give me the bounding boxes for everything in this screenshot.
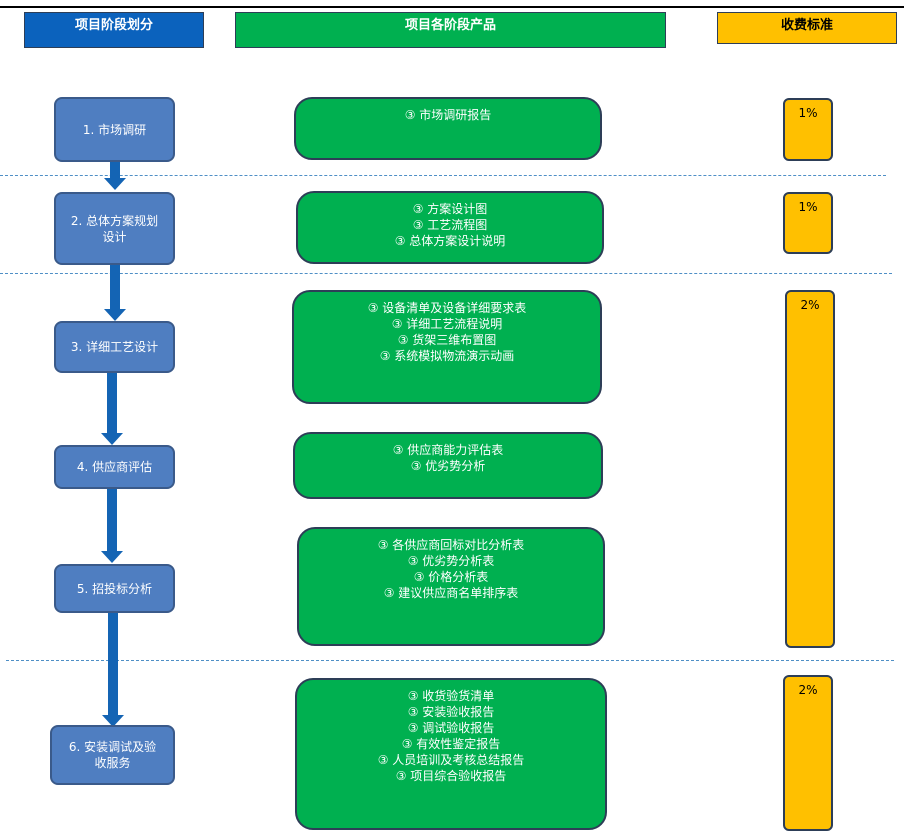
product-box-4: ③ 供应商能力评估表 ③ 优劣势分析 <box>293 432 603 499</box>
product-item: ③ 各供应商回标对比分析表 <box>377 538 525 552</box>
bullet-icon: ③ <box>394 234 406 248</box>
arrow-3-head <box>101 433 123 445</box>
arrow-5-shaft <box>108 613 118 715</box>
product-item: ③ 人员培训及考核总结报告 <box>377 753 525 767</box>
header-product: 项目各阶段产品 <box>235 12 666 48</box>
bullet-icon: ③ <box>383 586 395 600</box>
product-box-3: ③ 设备清单及设备详细要求表 ③ 详细工艺流程说明 ③ 货架三维布置图 ③ 系统… <box>292 290 602 404</box>
stage-label: 1. 市场调研 <box>82 122 147 137</box>
fee-box-4: 2% <box>783 675 833 831</box>
product-item: ③ 调试验收报告 <box>407 721 495 735</box>
stage-overall-planning: 2. 总体方案规划 设计 <box>54 192 175 265</box>
stage-detailed-process-design: 3. 详细工艺设计 <box>54 321 175 373</box>
bullet-icon: ③ <box>395 769 407 783</box>
product-item: ③ 价格分析表 <box>413 570 489 584</box>
bullet-icon: ③ <box>404 108 416 122</box>
bullet-icon: ③ <box>412 202 424 216</box>
arrow-4-shaft <box>107 489 117 551</box>
divider-1 <box>0 175 886 176</box>
product-item: ③ 货架三维布置图 <box>397 333 497 347</box>
top-rule <box>0 6 904 8</box>
arrow-1-head <box>104 178 126 190</box>
stage-supplier-evaluation: 4. 供应商评估 <box>54 445 175 489</box>
arrow-5-head <box>102 715 124 727</box>
stage-label-line2: 设计 <box>102 229 127 244</box>
fee-box-1: 1% <box>783 98 833 161</box>
product-item: ③ 市场调研报告 <box>404 108 492 122</box>
arrow-3-shaft <box>107 373 117 433</box>
product-item: ③ 供应商能力评估表 <box>392 443 504 457</box>
divider-2 <box>0 273 892 274</box>
product-item: ③ 方案设计图 <box>412 202 488 216</box>
product-box-2: ③ 方案设计图 ③ 工艺流程图 ③ 总体方案设计说明 <box>296 191 604 264</box>
bullet-icon: ③ <box>410 459 422 473</box>
bullet-icon: ③ <box>407 721 419 735</box>
bullet-icon: ③ <box>392 443 404 457</box>
stage-label-line1: 2. 总体方案规划 <box>70 213 159 228</box>
bullet-icon: ③ <box>377 538 389 552</box>
bullet-icon: ③ <box>367 301 379 315</box>
arrow-2-head <box>104 309 126 321</box>
stage-label-line1: 6. 安装调试及验 <box>68 740 157 754</box>
stage-label: 5. 招投标分析 <box>76 581 153 596</box>
product-item: ③ 收货验货清单 <box>407 689 495 703</box>
stage-market-research: 1. 市场调研 <box>54 97 175 162</box>
product-item: ③ 总体方案设计说明 <box>394 234 506 248</box>
fee-box-3: 2% <box>785 290 835 648</box>
product-item: ③ 优劣势分析 <box>410 459 486 473</box>
arrow-4-head <box>101 551 123 563</box>
header-stage: 项目阶段划分 <box>24 12 204 48</box>
bullet-icon: ③ <box>377 753 389 767</box>
header-fee: 收费标准 <box>717 12 897 44</box>
stage-label: 3. 详细工艺设计 <box>70 340 159 354</box>
stage-label: 4. 供应商评估 <box>76 460 153 474</box>
stage-installation-acceptance: 6. 安装调试及验 收服务 <box>50 725 175 785</box>
product-box-1: ③ 市场调研报告 <box>294 97 602 160</box>
bullet-icon: ③ <box>412 218 424 232</box>
arrow-1-shaft <box>110 162 120 178</box>
product-item: ③ 系统模拟物流演示动画 <box>379 349 515 363</box>
product-item: ③ 有效性鉴定报告 <box>401 737 501 751</box>
bullet-icon: ③ <box>397 333 409 347</box>
bullet-icon: ③ <box>379 349 391 363</box>
product-item: ③ 优劣势分析表 <box>407 554 495 568</box>
product-item: ③ 工艺流程图 <box>412 218 488 232</box>
divider-3 <box>6 660 894 661</box>
bullet-icon: ③ <box>407 689 419 703</box>
bullet-icon: ③ <box>407 705 419 719</box>
product-item: ③ 设备清单及设备详细要求表 <box>367 301 527 315</box>
stage-label-line2: 收服务 <box>94 756 131 770</box>
stage-tender-analysis: 5. 招投标分析 <box>54 564 175 613</box>
product-item: ③ 建议供应商名单排序表 <box>383 586 519 600</box>
bullet-icon: ③ <box>401 737 413 751</box>
product-item: ③ 详细工艺流程说明 <box>391 317 503 331</box>
bullet-icon: ③ <box>407 554 419 568</box>
product-item: ③ 项目综合验收报告 <box>395 769 507 783</box>
bullet-icon: ③ <box>413 570 425 584</box>
product-box-5: ③ 各供应商回标对比分析表 ③ 优劣势分析表 ③ 价格分析表 ③ 建议供应商名单… <box>297 527 605 646</box>
fee-box-2: 1% <box>783 192 833 254</box>
product-box-6: ③ 收货验货清单 ③ 安装验收报告 ③ 调试验收报告 ③ 有效性鉴定报告 ③ 人… <box>295 678 607 830</box>
arrow-2-shaft <box>110 265 120 309</box>
bullet-icon: ③ <box>391 317 403 331</box>
product-item: ③ 安装验收报告 <box>407 705 495 719</box>
